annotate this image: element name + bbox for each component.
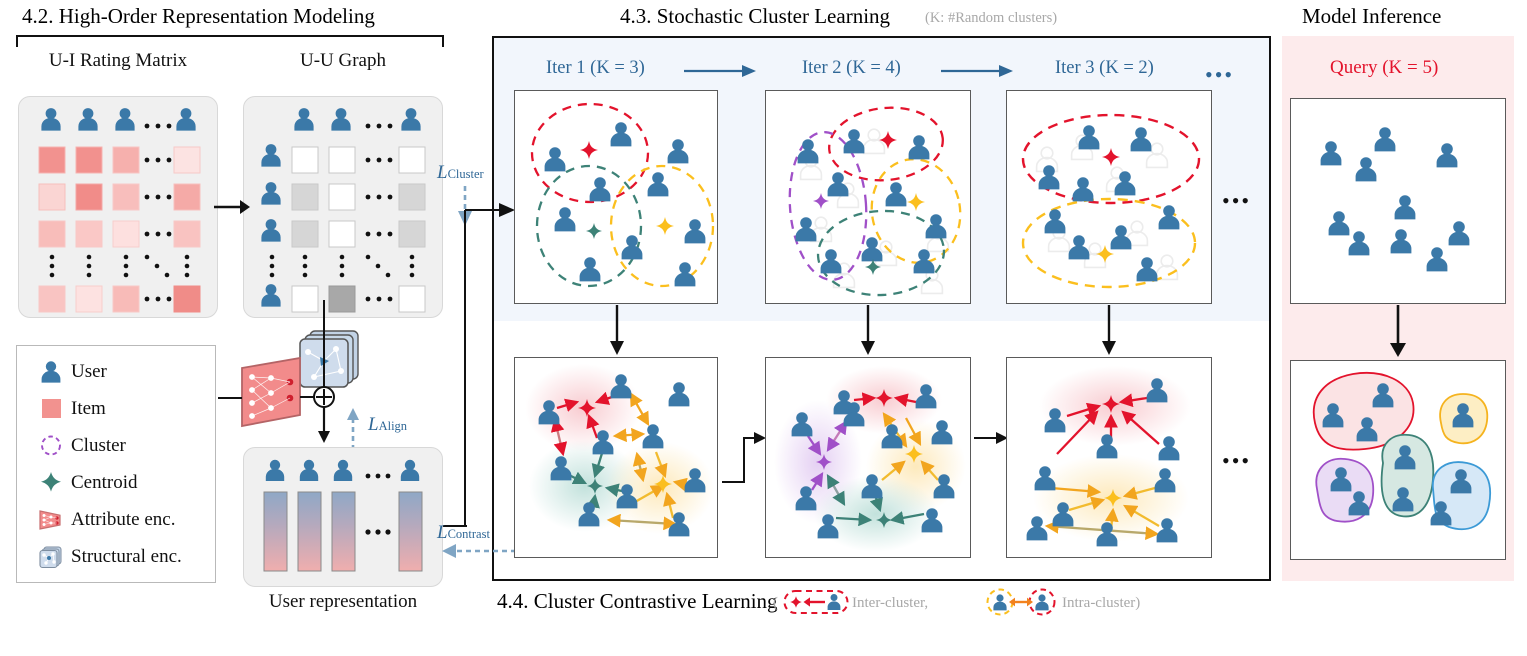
iterations-ellipsis: ••• (1205, 62, 1235, 87)
intra-cluster-glyph (986, 588, 1056, 616)
contrastive-graphic-3 (1026, 366, 1191, 547)
section-44-paren-open: ( (773, 595, 778, 611)
legend-panel: User Item Cluster (16, 345, 216, 583)
matrix-to-graph-arrow (214, 200, 250, 214)
uu-graph-title: U-U Graph (299, 50, 386, 71)
iter2-to-iter3-arrow (941, 65, 1013, 77)
legend-item-cluster: Cluster (31, 427, 215, 464)
contrastive-panel-2 (765, 357, 971, 558)
legend-item-user: User (31, 353, 215, 390)
inter-cluster-label: Inter-cluster, (852, 595, 929, 611)
legend-label: Item (71, 397, 106, 419)
iter2-down-arrow (861, 305, 875, 355)
legend-item-centroid: Centroid (31, 464, 215, 501)
legend-label: Attribute enc. (71, 508, 176, 530)
centroid-diamond-icon (31, 471, 71, 495)
legend-label: Structural enc. (71, 545, 182, 567)
section-44-title: 4.4. Cluster Contrastive Learning (497, 589, 778, 613)
item-square-icon (31, 397, 71, 421)
legend-label: User (71, 360, 107, 382)
legend-label: Cluster (71, 434, 126, 456)
iter-top-row-ellipsis: ••• (1222, 188, 1252, 213)
bottom2-to-iter3-arrow (974, 432, 1008, 444)
user-representation-caption: User representation (268, 591, 418, 612)
contrastive-graphic-1 (525, 364, 714, 537)
contrast-loss-dashed-arrow (442, 544, 516, 558)
query-users-panel (1290, 98, 1506, 304)
query-users-graphic (1320, 127, 1470, 272)
intra-cluster-label: Intra-cluster) (1062, 595, 1141, 611)
iter-3-title: Iter 3 (K = 2) (1055, 58, 1154, 78)
loss-cluster-label: LCluster (437, 162, 484, 183)
legend-item-attribute-encoder: Attribute enc. (31, 501, 215, 538)
iter2-cluster-panel (765, 90, 971, 304)
uu-graph-card (243, 96, 443, 318)
contrastive-panel-1 (514, 357, 718, 558)
iter1-to-iter2-arrow (684, 65, 756, 77)
encoder-fusion-graphic (241, 325, 359, 443)
iter2-graphic (788, 106, 962, 297)
section-42-bracket (16, 35, 444, 47)
red-cluster-blob (1312, 372, 1415, 451)
section-43-44-frame (492, 36, 1271, 581)
structural-encoder-icon (31, 544, 71, 570)
section-43-note: (K: #Random clusters) (925, 10, 1058, 26)
userrep-to-iter1-connector (443, 203, 515, 527)
cluster-dashed-circle-icon (31, 434, 71, 458)
graph-to-encoder-wire (323, 300, 325, 330)
inter-cluster-glyph (783, 590, 849, 614)
iter1-down-arrow (610, 305, 624, 355)
matrix-to-attr-encoder-wire (218, 397, 242, 399)
legend-label: Centroid (71, 471, 138, 493)
inference-down-arrow (1390, 305, 1406, 357)
contrastive-graphic-2 (774, 366, 966, 552)
user-icon (31, 360, 71, 384)
iter1-cluster-panel (514, 90, 718, 304)
ui-matrix-graphic (38, 108, 201, 313)
iter3-down-arrow (1102, 305, 1116, 355)
iter-2-title: Iter 2 (K = 4) (802, 58, 901, 78)
user-representation-graphic (263, 459, 423, 572)
inference-clusters-panel (1290, 360, 1506, 560)
align-dashed-arrow (347, 408, 359, 450)
legend-item-structural-encoder: Structural enc. (31, 538, 215, 575)
bottom1-to-iter2-arrow (722, 432, 766, 483)
iter1-graphic (530, 102, 715, 288)
model-inference-title: Model Inference (1302, 4, 1442, 28)
loss-contrast-label: LContrast (437, 522, 490, 543)
user-representation-card (243, 447, 443, 587)
section-43-title: 4.3. Stochastic Cluster Learning (620, 4, 891, 28)
rating-matrix-title: U-I Rating Matrix (48, 50, 188, 71)
attribute-encoder-icon (31, 507, 71, 533)
section-42-title: 4.2. High-Order Representation Modeling (22, 4, 375, 28)
loss-align-label: LAlign (368, 414, 408, 435)
legend-item-item: Item (31, 390, 215, 427)
uu-graph-graphic (261, 108, 426, 313)
ui-rating-matrix-card (18, 96, 218, 318)
iter3-graphic (1021, 113, 1201, 289)
iter3-cluster-panel (1006, 90, 1212, 304)
query-title: Query (K = 5) (1330, 57, 1439, 78)
contrastive-row-ellipsis: ••• (1222, 448, 1252, 473)
contrastive-panel-3 (1006, 357, 1212, 558)
iter-1-title: Iter 1 (K = 3) (546, 58, 645, 78)
inference-clusters-graphic (1312, 372, 1491, 531)
